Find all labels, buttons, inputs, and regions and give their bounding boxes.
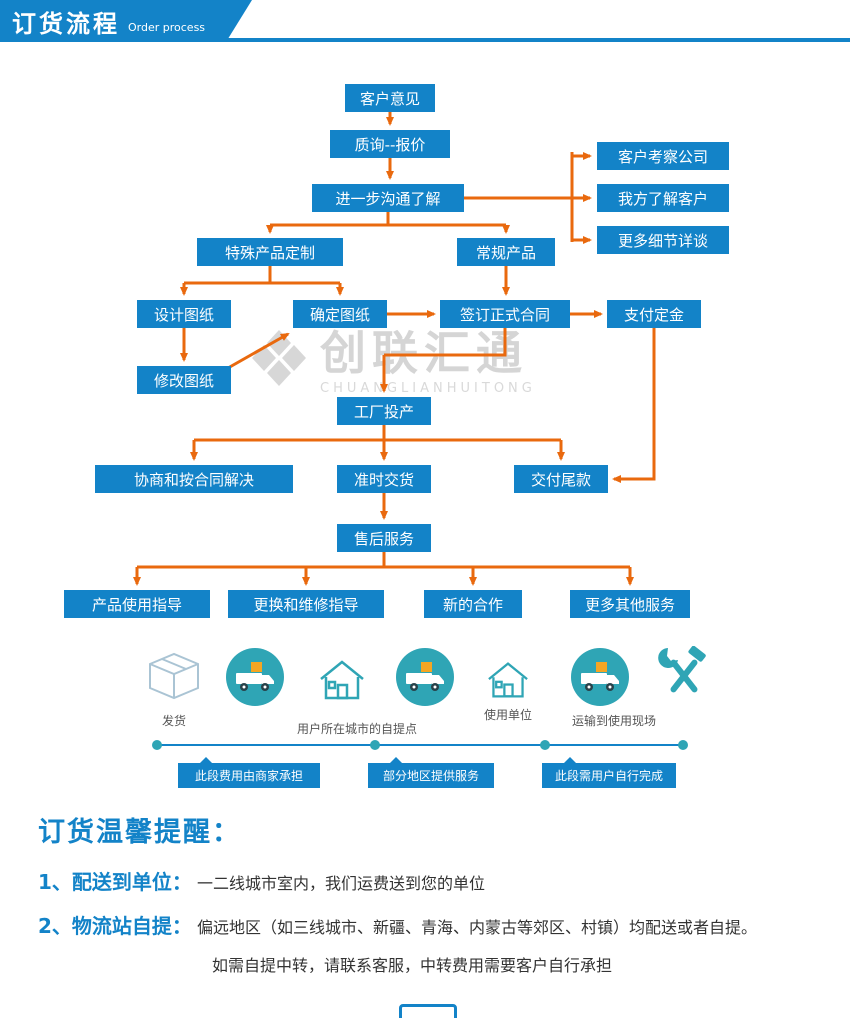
timeline-dot — [370, 740, 380, 750]
unit-label: 使用单位 — [483, 708, 532, 722]
note-pickup-label: 2、物流站自提： — [38, 914, 192, 938]
flow-box-design-drawing: 设计图纸 — [137, 300, 231, 328]
segment-label-user: 此段需用户自行完成 — [542, 757, 676, 788]
flow-box-factory-production: 工厂投产 — [337, 397, 431, 425]
note-delivery: 1、配送到单位： 一二线城市室内，我们运费送到您的单位 — [38, 866, 485, 895]
note-delivery-text: 一二线城市室内，我们运费送到您的单位 — [197, 874, 486, 893]
flow-box-confirm-drawing: 确定图纸 — [293, 300, 387, 328]
page-subtitle: Order process — [128, 20, 206, 34]
flow-box-custom-product: 特殊产品定制 — [197, 238, 343, 266]
flow-box-negotiate-contract: 协商和按合同解决 — [95, 465, 293, 493]
note-pickup: 2、物流站自提： 偏远地区（如三线城市、新疆、青海、内蒙古等郊区、村镇）均配送或… — [38, 910, 757, 939]
page-title: 订货流程 — [12, 9, 120, 38]
flow-box-visit-company: 客户考察公司 — [597, 142, 729, 170]
header-underline — [0, 38, 850, 42]
flow-box-new-cooperation: 新的合作 — [424, 590, 522, 618]
flow-box-know-customer: 我方了解客户 — [597, 184, 729, 212]
flow-box-pay-deposit: 支付定金 — [607, 300, 701, 328]
note-delivery-label: 1、配送到单位： — [38, 870, 192, 894]
watermark: 创联汇通 CHUANGLIANHUITONG — [250, 328, 536, 396]
flow-box-inquiry-quote: 质询--报价 — [330, 130, 450, 158]
notes-title: 订货温馨提醒： — [38, 817, 241, 848]
flow-box-pay-balance: 交付尾款 — [514, 465, 608, 493]
pointer-triangle — [390, 757, 402, 763]
segment-label-partial-text: 部分地区提供服务 — [382, 769, 479, 783]
house-icon — [486, 660, 530, 704]
segment-label-merchant-text: 此段费用由商家承担 — [194, 769, 303, 783]
package-icon — [146, 648, 202, 704]
note-transfer: 如需自提中转，请联系客服，中转费用需要客户自行承担 — [212, 956, 613, 975]
truck-icon — [225, 647, 285, 711]
flow-box-after-sales: 售后服务 — [337, 524, 431, 552]
watermark-name: 创联汇通 — [320, 326, 528, 380]
partial-next-section-box — [399, 1004, 457, 1018]
flow-box-customer-feedback: 客户意见 — [345, 84, 435, 112]
flow-box-ontime-delivery: 准时交货 — [337, 465, 431, 493]
header-banner: 订货流程 Order process — [0, 0, 252, 42]
flow-box-regular-product: 常规产品 — [457, 238, 555, 266]
watermark-sub: CHUANGLIANHUITONG — [320, 380, 536, 396]
flow-box-modify-drawing: 修改图纸 — [137, 366, 231, 394]
diamond-logo-icon — [252, 330, 306, 386]
watermark-text: 创联汇通 CHUANGLIANHUITONG — [320, 328, 536, 396]
timeline — [155, 744, 685, 746]
timeline-dot — [540, 740, 550, 750]
timeline-dot — [678, 740, 688, 750]
flow-box-more-services: 更多其他服务 — [570, 590, 690, 618]
note-pickup-text: 偏远地区（如三线城市、新疆、青海、内蒙古等郊区、村镇）均配送或者自提。 — [197, 918, 758, 937]
flow-box-further-communication: 进一步沟通了解 — [312, 184, 464, 212]
flow-box-usage-guidance: 产品使用指导 — [64, 590, 210, 618]
timeline-dot — [152, 740, 162, 750]
segment-label-merchant: 此段费用由商家承担 — [178, 757, 320, 788]
flow-box-more-details: 更多细节详谈 — [597, 226, 729, 254]
tools-icon — [658, 645, 710, 706]
house-icon — [318, 658, 366, 706]
pickup-label: 用户所在城市的自提点 — [296, 722, 417, 736]
pointer-triangle — [200, 757, 212, 763]
ship-label: 发货 — [161, 714, 186, 728]
flow-box-repair-guidance: 更换和维修指导 — [228, 590, 384, 618]
pointer-triangle — [564, 757, 576, 763]
segment-label-user-text: 此段需用户自行完成 — [554, 769, 663, 783]
flow-box-sign-contract: 签订正式合同 — [440, 300, 570, 328]
segment-label-partial: 部分地区提供服务 — [368, 757, 494, 788]
truck-icon — [395, 647, 455, 711]
truck-icon — [570, 647, 630, 711]
transport-label: 运输到使用现场 — [571, 714, 656, 728]
